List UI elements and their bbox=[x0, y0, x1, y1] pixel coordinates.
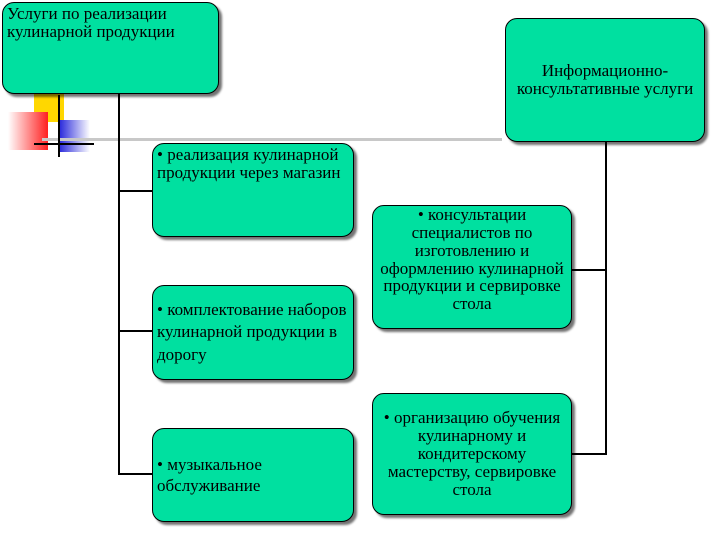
left-child-box-3: • музыкальное обслуживание bbox=[152, 428, 354, 522]
decorative-gray-line bbox=[42, 138, 502, 141]
right-trunk-line bbox=[605, 140, 607, 454]
left-branch-line-3 bbox=[118, 473, 154, 475]
left-child-box-2: • комплектование наборов кулинарной прод… bbox=[152, 285, 354, 380]
left-root-title: Услуги по реализации кулинарной продукци… bbox=[7, 4, 175, 41]
left-branch-line-2 bbox=[118, 330, 154, 332]
left-child-text-3: • музыкальное обслуживание bbox=[157, 454, 349, 497]
left-child-box-1: • реализация кулинарной продукции через … bbox=[152, 143, 354, 237]
right-root-box: Информационно-консультативные услуги bbox=[505, 18, 705, 142]
right-branch-line-1 bbox=[570, 269, 607, 271]
right-child-text-2: • организацию обучения кулинарному и кон… bbox=[377, 409, 567, 498]
right-child-box-2: • организацию обучения кулинарному и кон… bbox=[372, 393, 572, 515]
left-branch-line-1 bbox=[118, 190, 154, 192]
right-child-box-1: • консультации специалистов по изготовле… bbox=[372, 205, 572, 329]
right-root-title: Информационно-консультативные услуги bbox=[510, 62, 700, 98]
right-child-text-1: • консультации специалистов по изготовле… bbox=[377, 206, 567, 313]
left-root-box: Услуги по реализации кулинарной продукци… bbox=[2, 2, 219, 94]
decorative-vertical-line bbox=[58, 95, 60, 157]
decorative-blue-square bbox=[60, 120, 90, 152]
left-child-text-2: • комплектование наборов кулинарной прод… bbox=[157, 299, 349, 365]
left-trunk-line bbox=[118, 94, 120, 474]
decorative-horizontal-line bbox=[34, 143, 94, 145]
left-child-text-1: • реализация кулинарной продукции через … bbox=[157, 145, 341, 182]
right-branch-line-2 bbox=[572, 453, 607, 455]
